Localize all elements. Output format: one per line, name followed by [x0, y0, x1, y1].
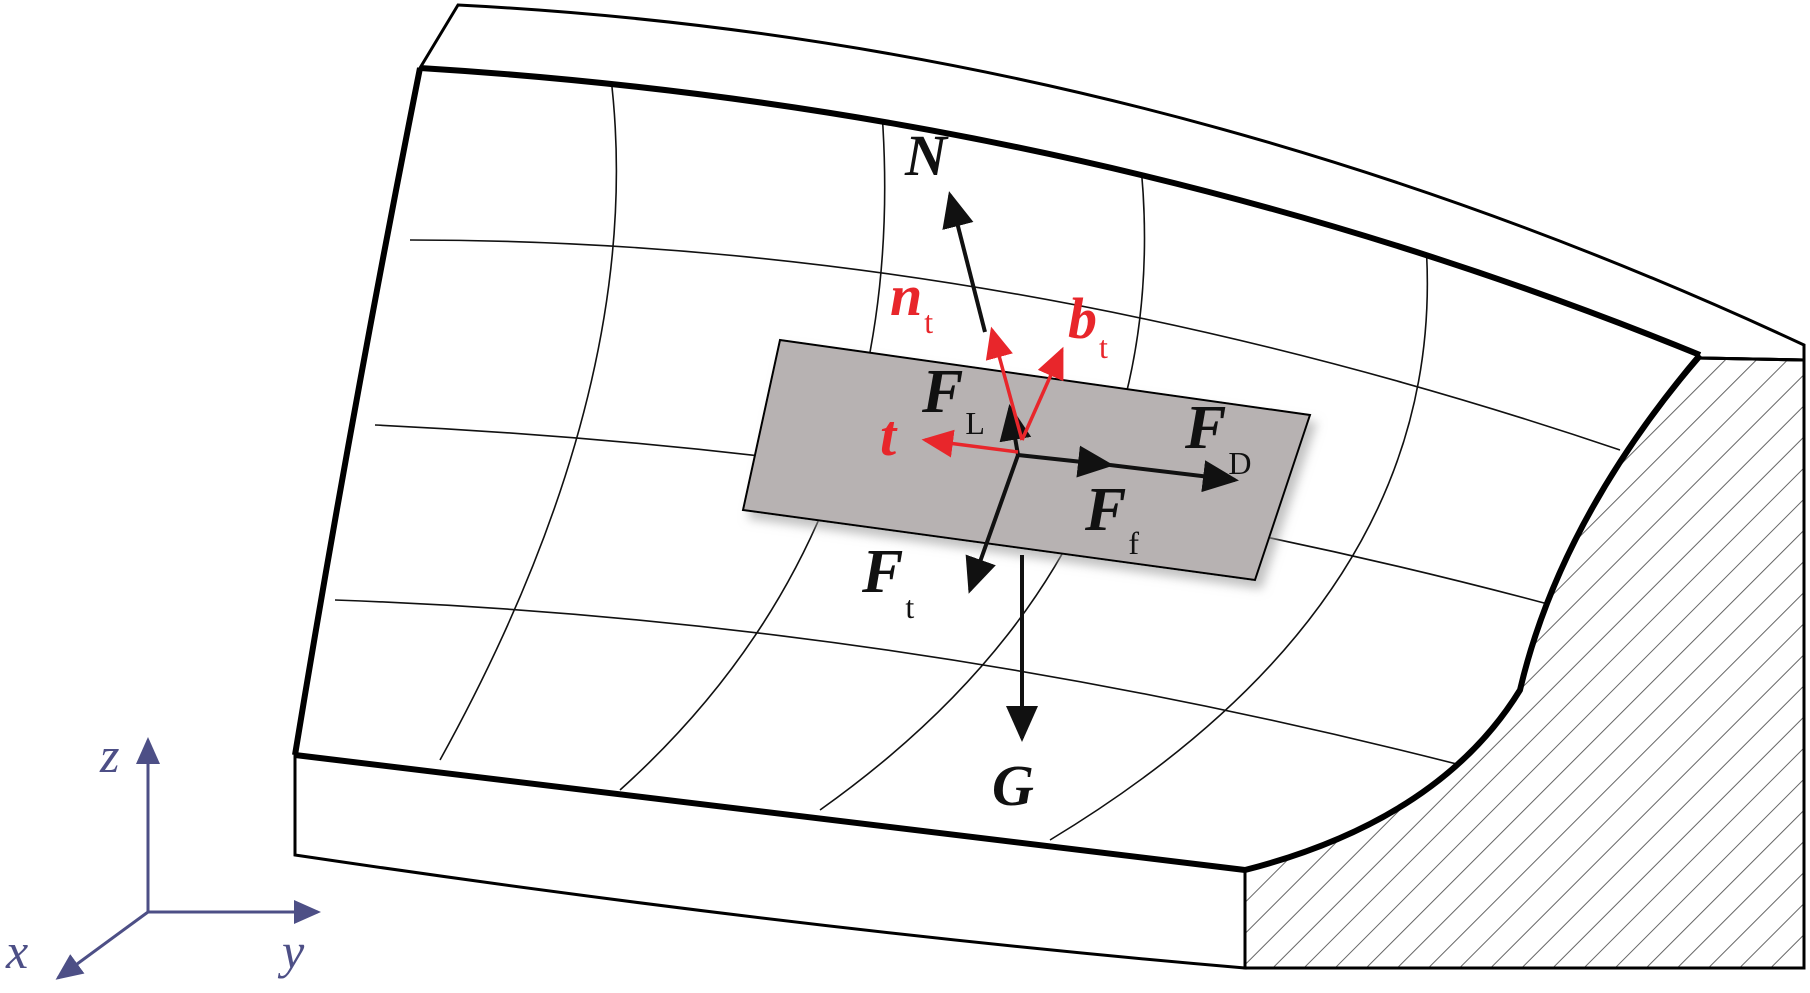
axis-y-label: y: [277, 923, 305, 979]
label-Ff: Ff: [1084, 476, 1139, 561]
force-FL-arrow: [999, 404, 1032, 456]
label-nt: nt: [890, 263, 933, 340]
coordinate-axes: [55, 737, 321, 980]
label-N: N: [904, 123, 949, 188]
force-Ff-arrow: [1017, 445, 1114, 478]
label-FD: FD: [1184, 394, 1251, 481]
frame-bt-arrow: [1020, 346, 1064, 441]
label-t: t: [880, 403, 898, 468]
label-G: G: [992, 753, 1034, 818]
label-FL: FL: [921, 358, 985, 441]
label-Ft: Ft: [861, 538, 914, 625]
label-bt: bt: [1068, 286, 1108, 365]
particle-plate: [741, 338, 1312, 582]
force-Ft-arrow: [965, 454, 1020, 594]
frame-t-arrow: [921, 429, 1019, 458]
force-N-arrow: [942, 191, 987, 333]
axis-z-label: z: [99, 727, 119, 783]
force-vectors: [942, 191, 1239, 742]
axis-x: [55, 910, 149, 980]
local-frame-vectors: [921, 326, 1064, 458]
force-FD-arrow: [1109, 460, 1239, 493]
frame-nt-arrow: [985, 326, 1024, 441]
axis-x-label: x: [5, 923, 28, 979]
